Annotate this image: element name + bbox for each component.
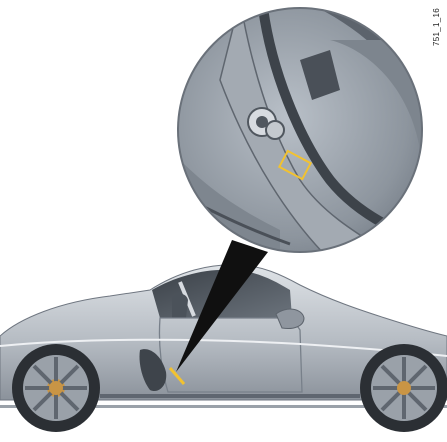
detail-magnifier: [170, 0, 430, 260]
figure-code: 751_1_16: [432, 8, 441, 46]
front-wheel: [12, 344, 100, 432]
rear-wheel: [360, 344, 447, 432]
